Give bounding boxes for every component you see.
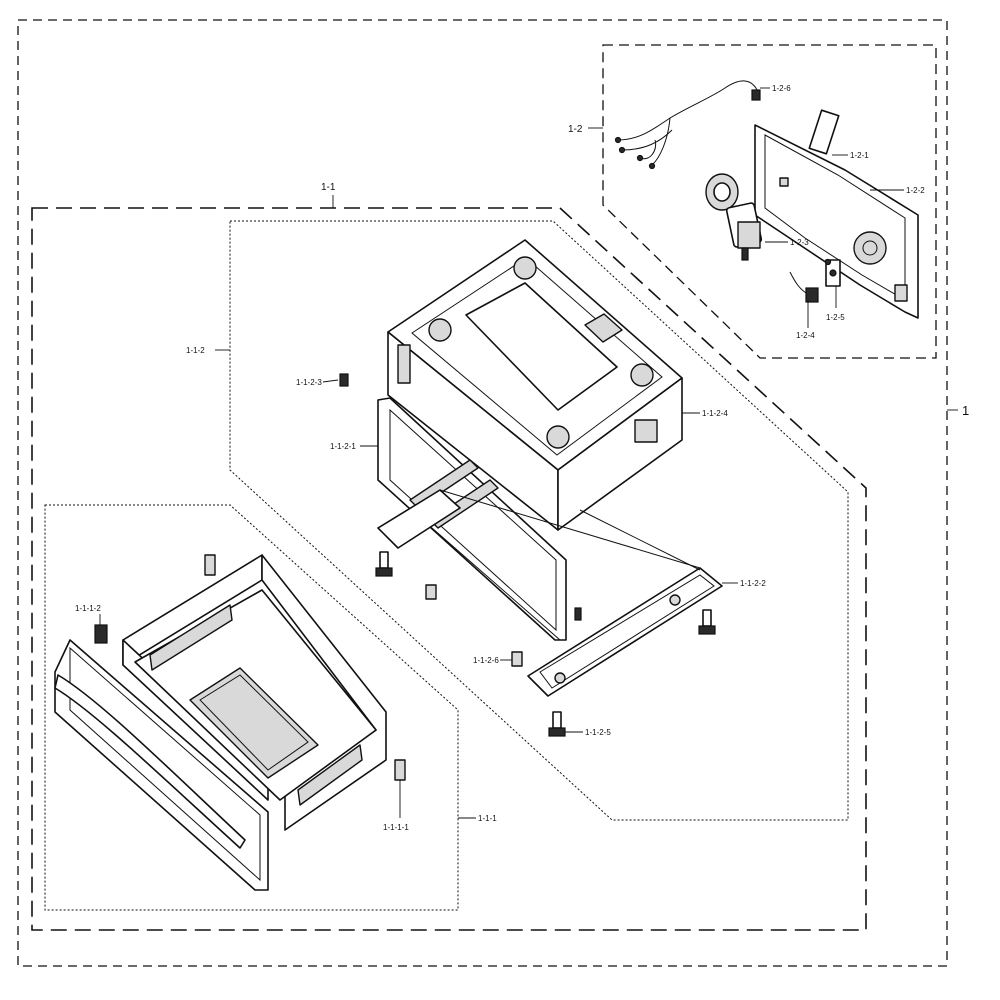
boundary-1-2 [602,44,937,359]
callout-1-1-1-2: 1-1-1-2 [75,604,101,613]
callout-1-1-2-4: 1-1-2-4 [702,409,728,418]
callout-1-1: 1-1 [321,182,336,193]
callout-1-2-2: 1-2-2 [906,186,925,195]
callout-1-2: 1-2 [568,124,583,135]
boundary-1-1-2 [229,220,849,821]
callout-1-1-2-1: 1-1-2-1 [330,442,356,451]
callout-1-2-5: 1-2-5 [826,313,845,322]
base-frame-part [377,489,723,697]
wire-harness-part [614,80,761,170]
drawer-guide-frame-part [377,397,567,641]
leveling-leg-parts [375,551,716,737]
sensor-part-1-2-5 [824,258,841,287]
boundary-assembly-1 [17,19,948,967]
pressure-switch-part [705,173,763,261]
callout-1-2-3: 1-2-3 [790,238,809,247]
callout-1-2-1: 1-2-1 [850,151,869,160]
callout-1-1-2: 1-1-2 [186,346,205,355]
callout-1-1-1: 1-1-1 [478,814,497,823]
callout-1-1-1-1: 1-1-1-1 [383,823,409,832]
callout-1-1-2-3: 1-1-2-3 [296,378,322,387]
sensor-part-1-2-4 [789,271,819,303]
boundary-1-1 [31,207,867,931]
callout-1-2-4: 1-2-4 [796,331,815,340]
callout-labels: 1 1-1 1-2 1-2-6 1-2-1 1-2-2 1-2-3 1-2-4 … [75,84,969,832]
pedestal-top-frame-part [387,239,683,531]
boundary-1-1-1 [44,504,459,911]
callout-1: 1 [962,403,969,418]
control-bracket-part [754,109,919,319]
drawer-clip-parts [94,554,406,781]
group-boundaries [17,19,948,967]
callout-1-2-6: 1-2-6 [772,84,791,93]
leader-lines [99,87,958,819]
small-bracket-parts [339,373,582,667]
callout-1-1-2-6: 1-1-2-6 [473,656,499,665]
drawer-part [54,554,387,891]
callout-1-1-2-5: 1-1-2-5 [585,728,611,737]
callout-1-1-2-2: 1-1-2-2 [740,579,766,588]
